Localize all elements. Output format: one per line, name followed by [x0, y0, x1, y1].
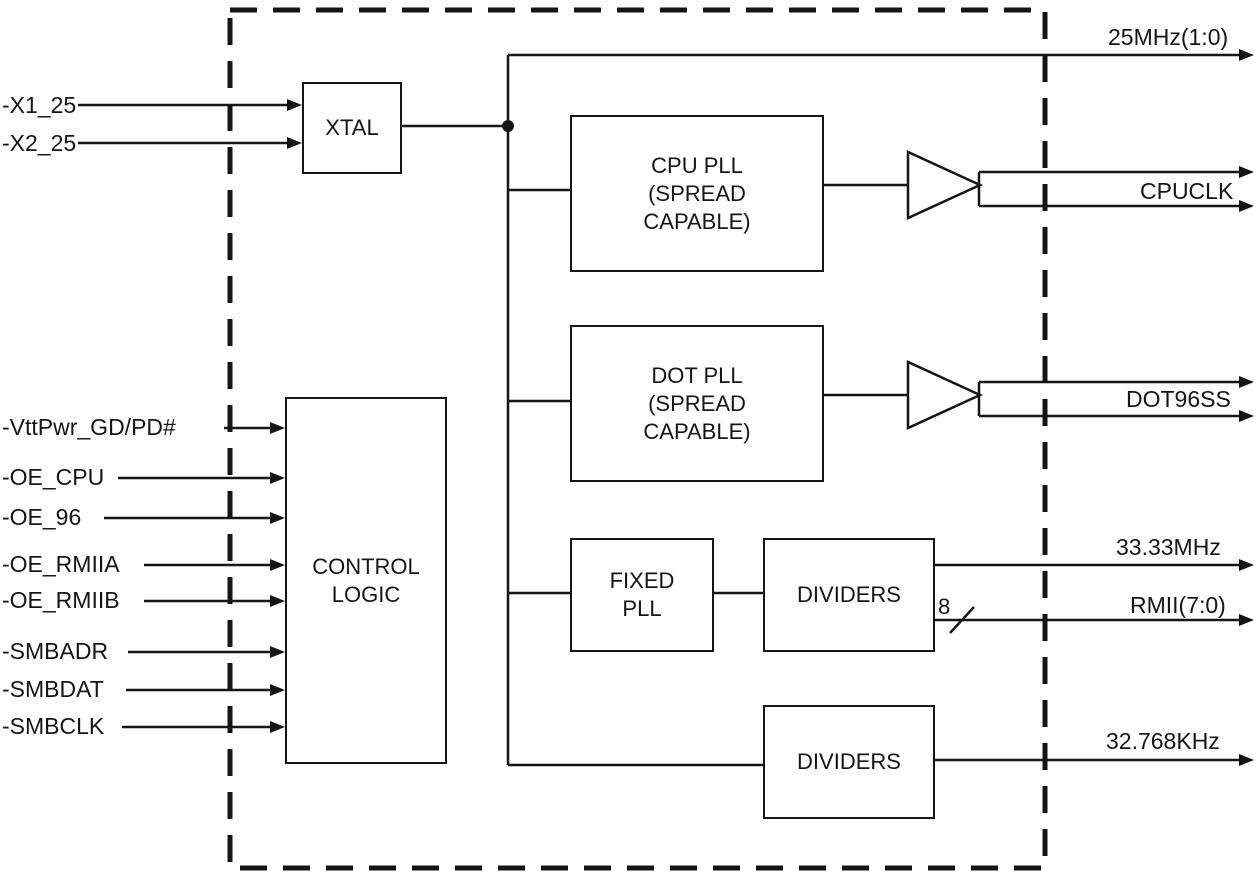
control-logic-block: CONTROL LOGIC: [285, 397, 447, 764]
arrowhead-icon: [270, 472, 285, 484]
wire-xtal-output: [398, 55, 514, 765]
input-label-x2-25: -X2_25: [2, 130, 77, 156]
dot-pll-block-label: DOT PLL (SPREAD CAPABLE): [643, 362, 751, 444]
output-label-rmii: RMII(7:0): [1130, 592, 1226, 618]
arrowhead-icon: [270, 559, 285, 571]
dividers-top-block-label: DIVIDERS: [797, 582, 901, 607]
wire-oe-cpu: [118, 472, 285, 484]
wire-x1-25: [78, 99, 302, 111]
input-label-oe-96: -OE_96: [2, 504, 82, 530]
arrowhead-icon: [1239, 200, 1254, 212]
arrowhead-icon: [1239, 49, 1254, 61]
buffer-triangle-icon: [906, 360, 984, 430]
arrowhead-icon: [270, 721, 285, 733]
arrowhead-icon: [1239, 410, 1254, 422]
wire-vttpwr: [224, 422, 285, 434]
input-label-smbadr: -SMBADR: [2, 638, 109, 664]
wire-x2-25: [78, 137, 302, 149]
arrowhead-icon: [270, 646, 285, 658]
dividers-top-block: DIVIDERS: [763, 538, 935, 652]
arrowhead-icon: [1239, 166, 1254, 178]
output-label-dot96ss: DOT96SS: [1126, 386, 1231, 412]
fixed-pll-block-label: FIXED PLL: [609, 568, 675, 621]
input-label-smbdat: -SMBDAT: [2, 676, 104, 702]
wire-fixed-pll: [508, 559, 1254, 634]
dividers-bottom-block-label: DIVIDERS: [797, 749, 901, 774]
cpu-pll-block: CPU PLL (SPREAD CAPABLE): [570, 115, 824, 272]
arrowhead-icon: [270, 422, 285, 434]
fixed-pll-block: FIXED PLL: [570, 538, 714, 652]
arrowhead-icon: [270, 684, 285, 696]
input-label-oe-cpu: -OE_CPU: [2, 464, 105, 490]
xtal-block-label: XTAL: [325, 115, 379, 140]
wire-dividers-bottom: [508, 754, 1254, 767]
buffer-triangle-icon: [906, 150, 984, 220]
wire-smbclk: [122, 721, 285, 733]
input-label-smbclk: -SMBCLK: [2, 713, 105, 739]
chip-boundary-dashed-rect: [227, 7, 1048, 871]
arrowhead-icon: [1239, 559, 1254, 571]
arrowhead-icon: [287, 99, 302, 111]
output-label-25mhz: 25MHz(1:0): [1108, 24, 1229, 50]
wire-oe-rmiia: [144, 559, 285, 571]
arrowhead-icon: [287, 137, 302, 149]
control-logic-block-label: CONTROL LOGIC: [312, 553, 420, 607]
input-label-oe-rmiia: -OE_RMIIA: [2, 551, 120, 577]
dividers-bottom-block: DIVIDERS: [763, 705, 935, 819]
wire-oe-96: [104, 512, 285, 524]
xtal-block: XTAL: [302, 82, 402, 174]
input-label-oe-rmiib: -OE_RMIIB: [2, 587, 120, 613]
arrowhead-icon: [270, 595, 285, 607]
wire-cpu-pll: [508, 150, 1254, 220]
arrowhead-icon: [270, 512, 285, 524]
cpu-pll-block-label: CPU PLL (SPREAD CAPABLE): [643, 152, 751, 234]
output-label-32khz: 32.768KHz: [1106, 728, 1220, 754]
wire-dot-pll: [508, 360, 1254, 430]
arrowhead-icon: [1239, 754, 1254, 766]
arrowhead-icon: [1239, 614, 1254, 626]
input-label-vttpwr: -VttPwr_GD/PD#: [2, 414, 176, 440]
dot-pll-block: DOT PLL (SPREAD CAPABLE): [570, 325, 824, 482]
bus-width-label: 8: [938, 594, 951, 619]
wire-oe-rmiib: [144, 595, 285, 607]
arrowhead-icon: [1239, 376, 1254, 388]
output-label-cpuclk: CPUCLK: [1140, 178, 1234, 204]
wire-25mhz-output: [508, 49, 1254, 61]
output-label-33mhz: 33.33MHz: [1116, 534, 1221, 560]
wire-smbdat: [126, 684, 285, 696]
bus-width-slash: [949, 606, 975, 634]
wire-smbadr: [128, 646, 285, 658]
input-label-x1-25: -X1_25: [2, 92, 77, 118]
